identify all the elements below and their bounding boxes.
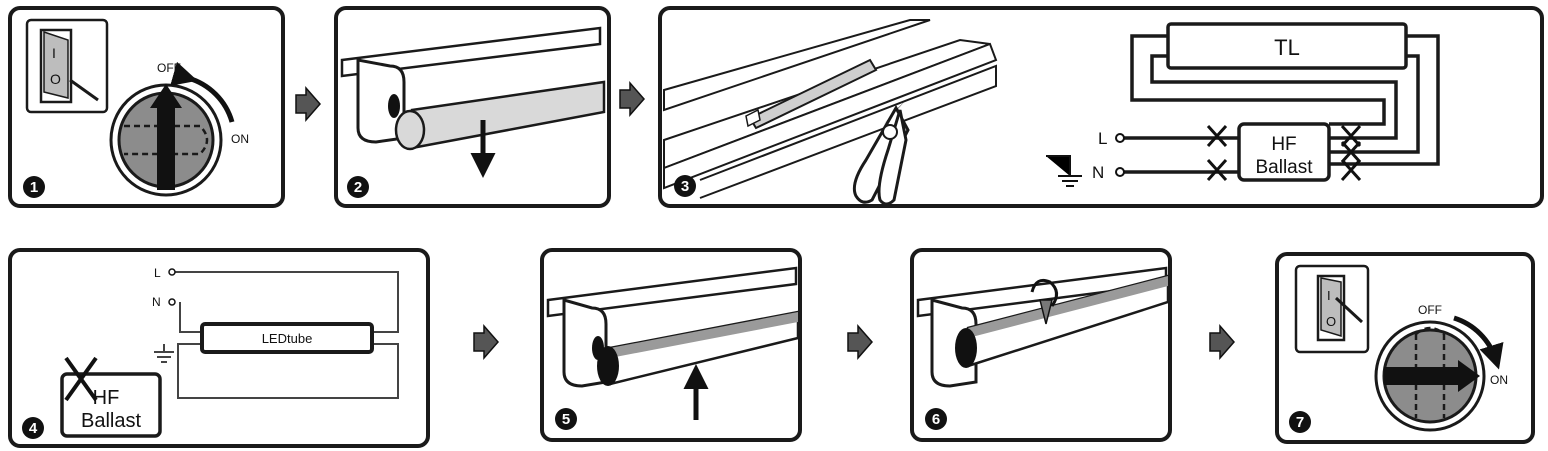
step-4-badge: 4 [22,417,44,439]
fluorescent-tube-icon [394,80,606,151]
step-5-badge: 5 [555,408,577,430]
ballast-label: Ballast [1255,157,1313,178]
tl-label: TL [1274,35,1300,60]
svg-text:4: 4 [29,420,38,437]
hf-label: HF [1271,134,1296,155]
svg-text:7: 7 [1296,414,1304,431]
rotate-arrow-icon [1030,278,1058,325]
led-wiring-diagram [154,271,399,399]
step-7-badge: 7 [1289,411,1311,433]
step-2-badge: 2 [347,176,369,198]
step-6-badge: 6 [925,408,947,430]
step-5-panel: 5 [540,248,802,442]
live-label: L [1098,129,1107,148]
step-7-panel: I O OFF ON 7 [1275,252,1535,444]
step-1-badge: 1 [23,176,45,198]
led-tube-box [200,322,374,354]
tl-tube-box [1166,22,1408,70]
step-1-panel: I O OFF ON 1 [8,6,285,208]
live-label: L [154,266,161,280]
svg-text:6: 6 [932,411,940,428]
neutral-label: N [1092,163,1104,182]
led-tube-icon [597,310,800,386]
off-label: OFF [157,61,181,75]
ballast-label: Ballast [81,410,141,432]
luminaire-interior-icon [663,19,998,199]
ground-icon [1046,155,1082,187]
svg-text:I: I [1327,288,1331,303]
luminaire-housing-icon [340,26,602,144]
next-arrow-icon [847,324,873,360]
on-label: ON [1490,373,1508,387]
svg-text:I: I [52,45,56,61]
step-3-panel: TL HF Ballast L N 3 [658,6,1544,208]
off-label: OFF [1418,303,1442,317]
next-arrow-icon [295,86,321,122]
rotary-dial-icon [1374,315,1504,432]
wire-cutter-icon [852,100,910,206]
rotary-dial-icon [109,61,235,197]
tl-wiring-diagram [1120,22,1440,182]
removed-ballast-icon [60,356,162,438]
led-tube-icon [955,274,1170,368]
step-2-panel: 2 [334,6,611,208]
step-3-badge: 3 [674,175,696,197]
svg-text:O: O [50,71,61,87]
step-6-panel: 6 [910,248,1172,442]
step-4-panel: L N LEDtube HF Ballast 4 [8,248,430,448]
svg-text:2: 2 [354,179,362,196]
wall-switch-icon: I O [1294,264,1370,354]
on-label: ON [231,132,249,146]
hf-label: HF [93,387,120,409]
svg-text:5: 5 [562,411,570,428]
next-arrow-icon [619,81,645,117]
wall-switch-icon: I O [25,18,109,114]
led-tube-label: LEDtube [262,331,313,346]
svg-text:O: O [1326,314,1336,329]
svg-text:1: 1 [30,179,38,196]
svg-text:3: 3 [681,178,689,195]
next-arrow-icon [473,324,499,360]
neutral-label: N [152,295,161,309]
cut-marks [1206,124,1362,182]
next-arrow-icon [1209,324,1235,360]
